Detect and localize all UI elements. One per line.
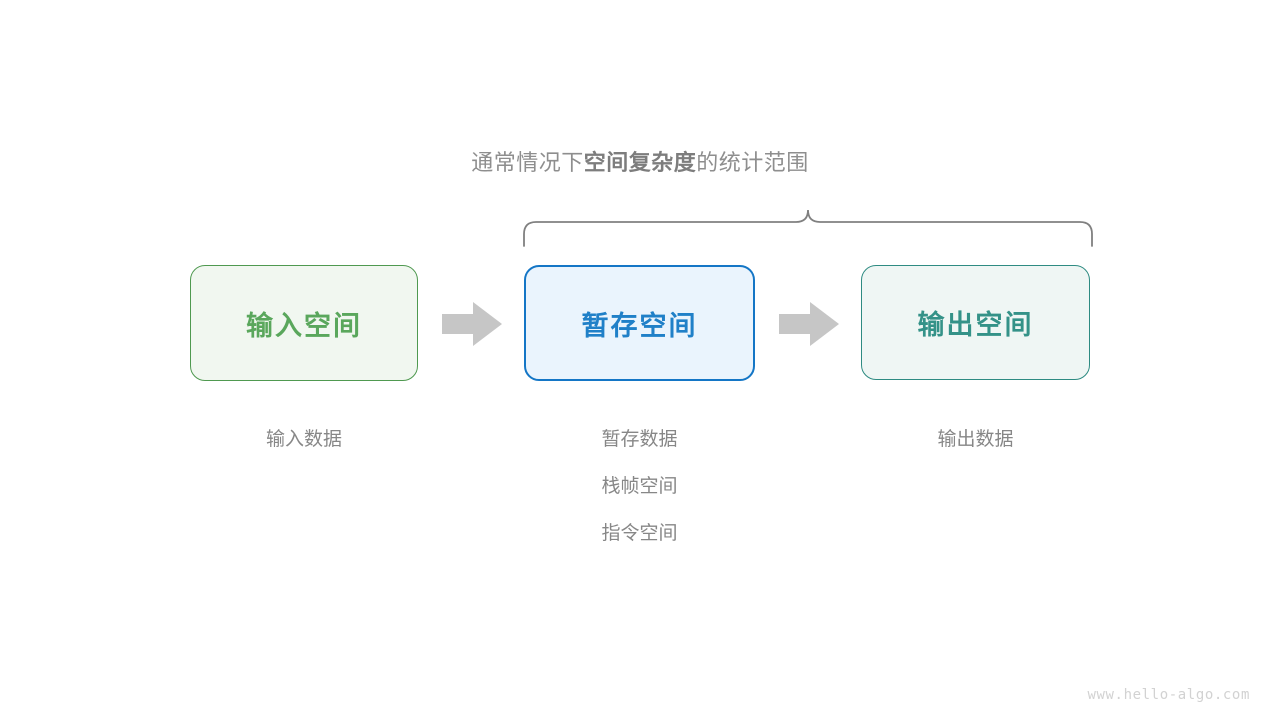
caption-item: 输出数据 bbox=[937, 429, 1014, 450]
scope-title-suffix: 的统计范围 bbox=[696, 150, 809, 175]
caption-output-space: 输出数据 bbox=[861, 416, 1090, 463]
arrow-temp-to-output bbox=[779, 302, 839, 346]
scope-title: 通常情况下空间复杂度的统计范围 bbox=[0, 146, 1280, 180]
scope-title-emphasis: 空间复杂度 bbox=[583, 150, 697, 175]
box-input-space-label: 输入空间 bbox=[246, 310, 362, 341]
box-output-space-label: 输出空间 bbox=[917, 310, 1034, 340]
right-arrow-icon bbox=[442, 302, 502, 346]
caption-item: 指令空间 bbox=[601, 523, 678, 544]
scope-title-prefix: 通常情况下 bbox=[471, 150, 584, 175]
box-input-space[interactable]: 输入空间 bbox=[190, 265, 418, 381]
caption-item: 暂存数据 bbox=[601, 429, 678, 450]
box-temp-space[interactable]: 暂存空间 bbox=[524, 265, 755, 381]
caption-item: 输入数据 bbox=[265, 429, 342, 450]
scope-brace bbox=[515, 196, 1100, 256]
box-temp-space-label: 暂存空间 bbox=[581, 310, 698, 341]
right-arrow-icon bbox=[779, 302, 839, 346]
arrow-input-to-temp bbox=[442, 302, 502, 346]
caption-item: 栈帧空间 bbox=[601, 476, 678, 497]
watermark: www.hello-algo.com bbox=[1087, 687, 1250, 703]
caption-input-space: 输入数据 bbox=[190, 416, 418, 463]
box-output-space[interactable]: 输出空间 bbox=[861, 265, 1090, 380]
caption-temp-space: 暂存数据 栈帧空间 指令空间 bbox=[524, 416, 755, 557]
curly-brace-up-icon bbox=[523, 209, 1093, 247]
